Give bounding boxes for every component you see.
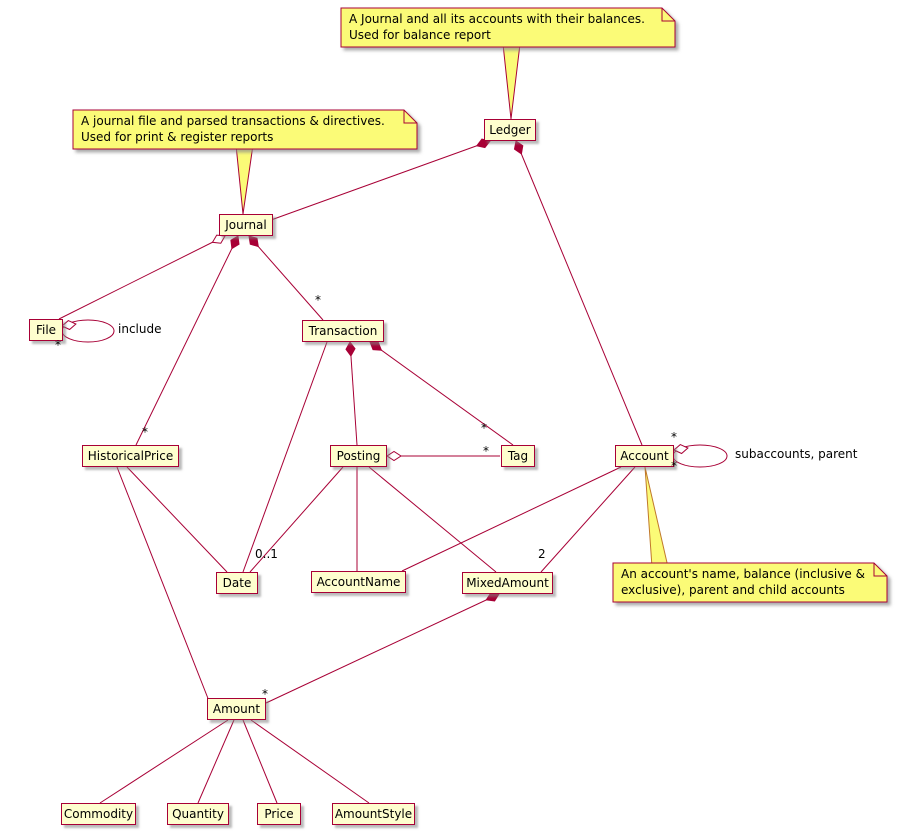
association-edge (248, 235, 324, 321)
class-journal: Journal (219, 214, 273, 236)
association-edge (249, 466, 344, 573)
label-amount-many: * (262, 687, 268, 701)
note-pointer (502, 43, 521, 120)
association-edge (540, 466, 636, 573)
composition-diamond-icon (369, 341, 383, 351)
note-account: An account's name, balance (inclusive & … (621, 567, 865, 597)
association-edge (401, 466, 622, 572)
association-edge (515, 140, 643, 446)
association-edge (58, 235, 226, 320)
note-ledger: A Journal and all its accounts with thei… (349, 12, 645, 42)
association-edge (116, 466, 210, 702)
class-accountname: AccountName (311, 571, 406, 593)
association-edge (242, 341, 328, 573)
composition-diamond-icon (230, 235, 240, 250)
label-subaccounts-parent: subaccounts, parent (735, 447, 858, 461)
note-body (72, 109, 418, 150)
aggregation-diamond-icon (673, 444, 689, 455)
class-account: Account (615, 445, 674, 467)
composition-diamond-icon (513, 140, 524, 155)
note-pointer (644, 466, 669, 568)
association-edge (270, 140, 491, 221)
class-historicalprice: HistoricalPrice (82, 445, 179, 467)
class-amount: Amount (207, 698, 266, 720)
label-transaction-tag-many: * (481, 421, 487, 435)
composition-diamond-icon (345, 341, 356, 357)
aggregation-diamond-icon (61, 320, 77, 331)
note-journal: A journal file and parsed transactions &… (81, 114, 385, 144)
note-pointer (235, 144, 254, 215)
association-edge (349, 341, 358, 446)
label-posting-date-optional: 0..1 (255, 547, 278, 561)
note-body (340, 7, 676, 48)
association-edge (135, 235, 239, 446)
label-account-many-top: * (671, 430, 677, 444)
association-edge (99, 719, 229, 804)
association-edge (197, 719, 235, 804)
note-fold-corner-icon (661, 8, 675, 22)
label-transaction-many: * (315, 293, 321, 307)
note-body (612, 562, 888, 603)
label-account-mixedamount-two: 2 (538, 547, 546, 561)
note-fold-corner-icon (873, 563, 887, 577)
association-edge (126, 466, 228, 573)
label-include: include (118, 322, 162, 336)
association-edge (368, 466, 497, 573)
class-file: File (29, 319, 63, 341)
aggregation-diamond-icon (211, 234, 226, 244)
class-amountstyle: AmountStyle (332, 803, 415, 825)
class-price: Price (257, 803, 301, 825)
association-edge (242, 719, 278, 804)
association-edge (250, 719, 370, 804)
association-edge (265, 593, 500, 704)
class-commodity: Commodity (61, 803, 136, 825)
class-ledger: Ledger (484, 119, 536, 141)
class-quantity: Quantity (167, 803, 229, 825)
label-file-many: * (55, 338, 61, 352)
composition-diamond-icon (248, 235, 259, 248)
note-fold-corner-icon (403, 110, 417, 124)
label-posting-tag-many: * (483, 444, 489, 458)
class-posting: Posting (330, 445, 387, 467)
label-historicalprice-many: * (142, 425, 148, 439)
association-edge (369, 341, 514, 446)
class-tag: Tag (501, 445, 535, 467)
aggregation-diamond-icon (386, 450, 402, 462)
composition-diamond-icon (485, 592, 500, 602)
class-transaction: Transaction (302, 320, 384, 342)
class-mixedamount: MixedAmount (462, 572, 553, 594)
label-account-many-bottom: * (671, 459, 677, 473)
class-date: Date (216, 572, 258, 594)
